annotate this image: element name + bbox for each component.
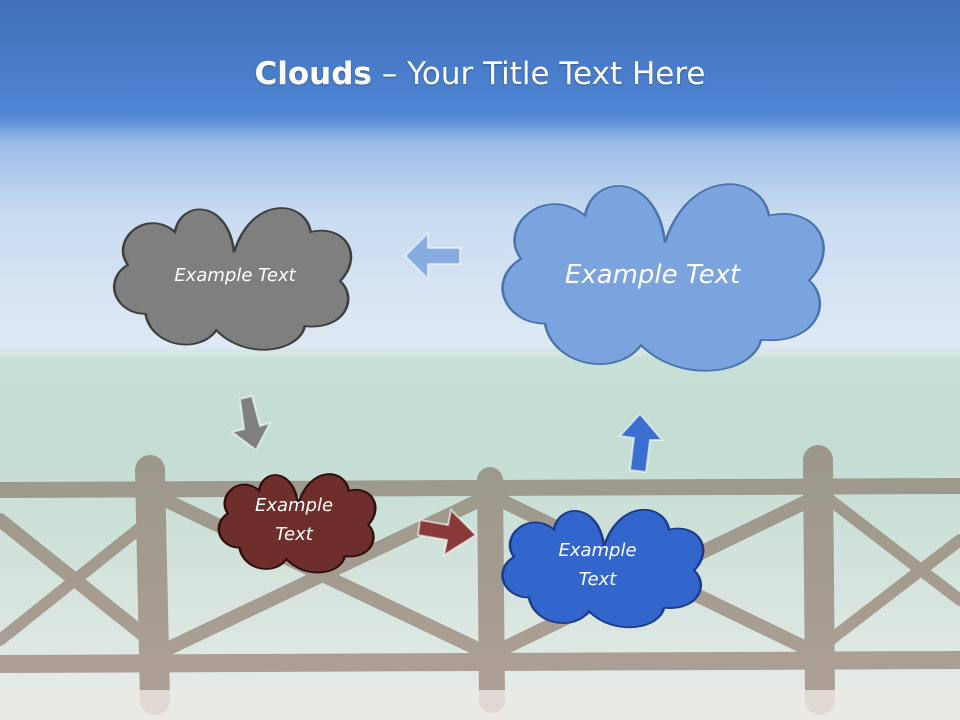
light-blue-cloud-label: Example Text xyxy=(525,250,780,300)
right-arrow-icon xyxy=(416,507,478,558)
light-blue-cloud-text: Example Text xyxy=(564,260,741,290)
maroon-cloud-text-line2: Text xyxy=(275,524,313,545)
gray-cloud-label: Example Text xyxy=(140,255,330,295)
dark-blue-cloud-label: Example Text xyxy=(520,535,675,595)
gray-cloud-text: Example Text xyxy=(174,264,296,286)
title-bold: Clouds xyxy=(254,56,372,92)
down-arrow-icon xyxy=(229,394,272,452)
title-rest: Your Title Text Here xyxy=(407,56,706,92)
maroon-cloud-text-line1: Example xyxy=(254,495,334,516)
dark-blue-cloud-text-line1: Example xyxy=(558,540,637,561)
title-separator: – xyxy=(371,56,408,92)
dark-blue-cloud-text-line2: Text xyxy=(578,569,617,590)
slide-title: Clouds – Your Title Text Here xyxy=(0,52,960,96)
up-arrow-icon xyxy=(617,412,665,474)
left-arrow-icon xyxy=(403,230,461,282)
maroon-cloud-label: Example Text xyxy=(228,490,360,550)
